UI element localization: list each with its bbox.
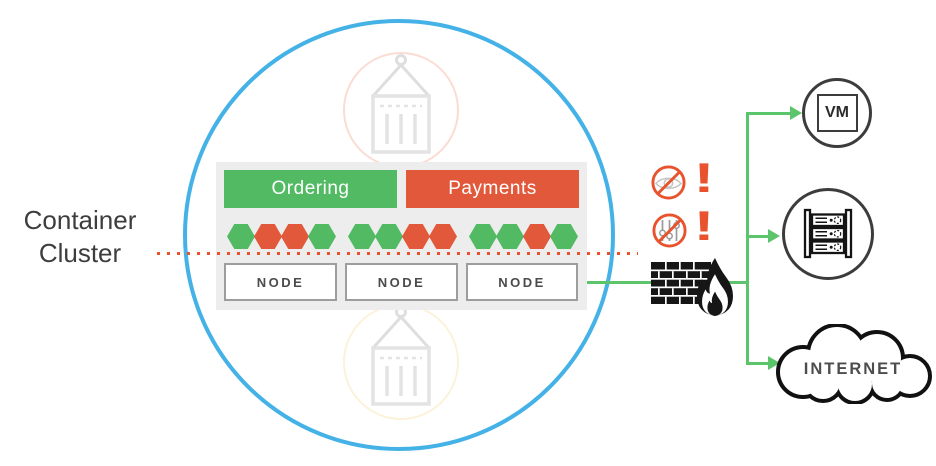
pod-hexagon-group-3 [469, 224, 578, 249]
pod-hexagon-green [375, 224, 403, 249]
pod-hexagon-group-2 [348, 224, 457, 249]
pod-hexagon-orange [429, 224, 457, 249]
node-label: NODE [377, 274, 426, 290]
warning-exclamation-1: ! [693, 154, 715, 201]
connector-branch-vm [749, 112, 791, 115]
service-label-ordering: Ordering [271, 178, 350, 199]
node-box-1: NODE [224, 263, 337, 301]
server-circle [782, 188, 874, 280]
cluster-label: Container Cluster [4, 204, 156, 270]
pod-hexagon-green [308, 224, 336, 249]
connector-branch-internet [749, 362, 769, 365]
cluster-label-line1: Container [23, 205, 137, 235]
warning-exclamation-2: ! [693, 202, 715, 249]
pod-hexagon-orange [523, 224, 551, 249]
brick-wall-flame-icon [651, 258, 733, 316]
connector-firewall-to-trunk [726, 281, 748, 284]
pod-hexagon-green [348, 224, 376, 249]
cluster-label-line2: Cluster [38, 238, 122, 268]
arrowhead-server [768, 229, 780, 243]
eye-prohibited-icon [651, 165, 686, 200]
connector-node-to-firewall [578, 281, 653, 284]
pod-hexagon-green [469, 224, 497, 249]
vm-box: VM [816, 94, 858, 132]
internet-label: INTERNET [804, 360, 903, 378]
pod-hexagon-green [496, 224, 524, 249]
dotted-boundary-line [157, 252, 638, 255]
node-label: NODE [256, 274, 305, 290]
vm-label: VM [825, 104, 849, 121]
cloud-icon: INTERNET [776, 323, 932, 405]
arrowhead-vm [790, 106, 802, 120]
cluster-ring [183, 19, 615, 451]
internet-cloud: INTERNET [765, 323, 936, 405]
pod-hexagon-green [227, 224, 255, 249]
node-label: NODE [498, 274, 546, 290]
server-rack-icon [803, 208, 853, 259]
connector-trunk [746, 112, 749, 365]
flame-icon [697, 258, 733, 316]
vm-circle-icon: VM [802, 78, 872, 148]
container-crane-icon-top [343, 52, 459, 168]
pod-hexagon-orange [281, 224, 309, 249]
node-box-3: NODE [466, 263, 578, 301]
service-bar-ordering: Ordering [224, 170, 397, 208]
node-box-2: NODE [345, 263, 458, 301]
connector-branch-server [749, 235, 769, 238]
pod-hexagon-orange [402, 224, 430, 249]
pod-hexagon-green [550, 224, 578, 249]
service-bar-payments: Payments [406, 170, 579, 208]
service-label-payments: Payments [448, 178, 537, 199]
container-crane-icon-bottom [343, 304, 459, 420]
pod-hexagon-group-1 [227, 224, 336, 249]
sliders-prohibited-icon [652, 213, 687, 248]
pod-hexagon-orange [254, 224, 282, 249]
